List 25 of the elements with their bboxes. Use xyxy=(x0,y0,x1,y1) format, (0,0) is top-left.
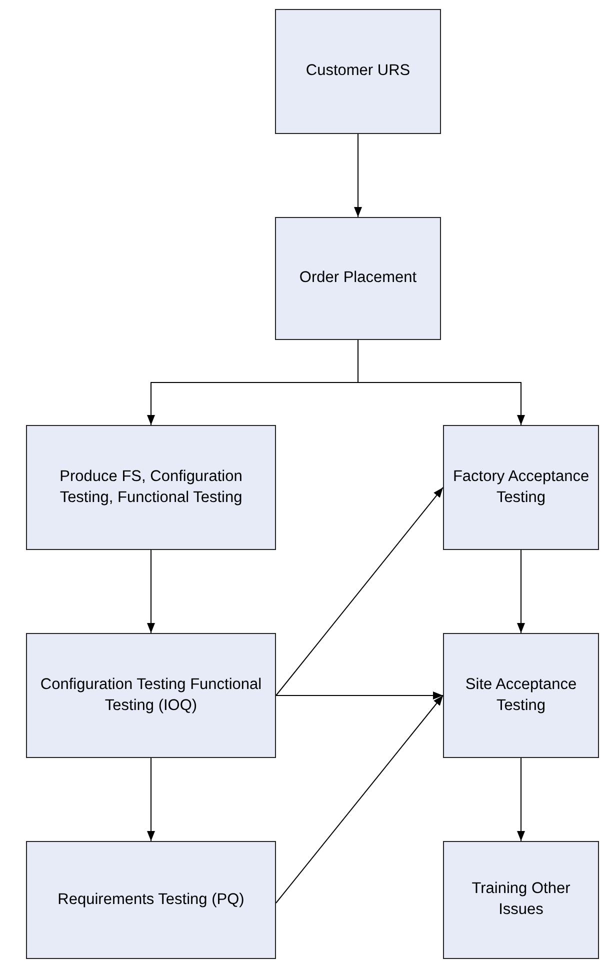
process-box xyxy=(26,633,276,758)
process-box xyxy=(275,217,441,340)
process-box xyxy=(26,425,276,550)
box-label: Configuration Testing Functional Testing (IOQ) xyxy=(39,674,263,716)
box-label: Site Acceptance Testing xyxy=(464,674,578,716)
arrow xyxy=(276,487,444,696)
arrow xyxy=(147,758,155,842)
arrow xyxy=(517,758,525,842)
box-label: Produce FS, Configuration Testing, Functional Testing xyxy=(58,466,244,508)
arrow xyxy=(517,550,525,634)
arrow xyxy=(147,550,155,634)
process-box xyxy=(443,633,599,758)
process-box xyxy=(26,841,276,959)
arrow xyxy=(276,695,444,904)
arrow xyxy=(358,340,525,426)
box-label: Training Other Issues xyxy=(470,879,572,920)
process-box xyxy=(443,425,599,550)
arrow xyxy=(354,134,362,218)
box-label: Factory Acceptance Testing xyxy=(452,466,590,508)
box-label: Requirements Testing (PQ) xyxy=(58,890,244,910)
arrow xyxy=(276,692,444,700)
process-box xyxy=(443,841,599,959)
box-label: Order Placement xyxy=(299,268,417,288)
box-label: Customer URS xyxy=(306,61,410,82)
process-box xyxy=(275,9,441,134)
